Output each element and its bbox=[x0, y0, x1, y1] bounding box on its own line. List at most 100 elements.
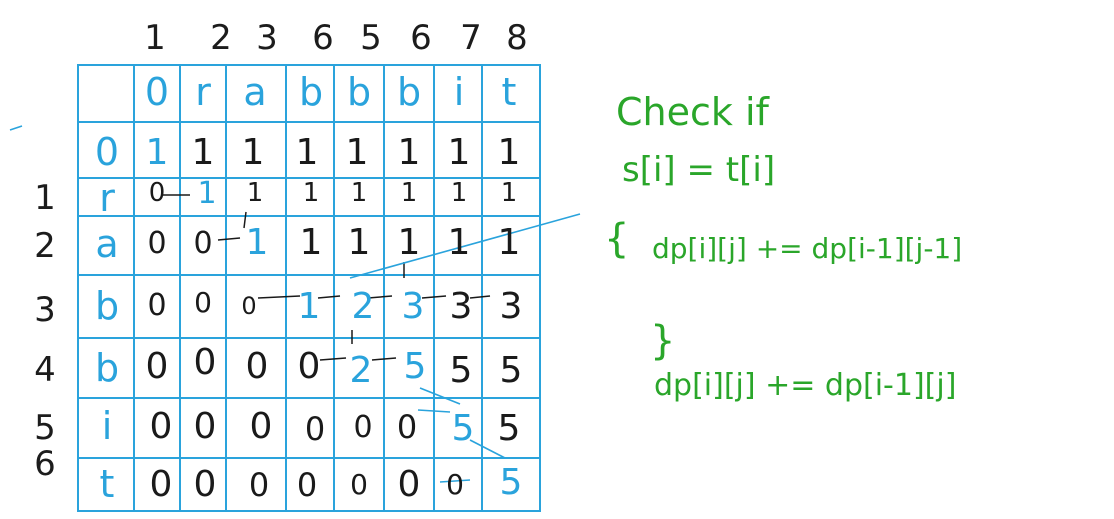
tick-mark bbox=[9, 125, 23, 131]
dp-cell: 0 bbox=[304, 410, 326, 448]
column-index: 8 bbox=[506, 18, 528, 58]
target-char: t bbox=[99, 462, 115, 506]
dp-cell: 1 bbox=[397, 222, 421, 263]
dp-cell: 0 bbox=[147, 288, 167, 323]
source-char: b bbox=[298, 70, 324, 114]
target-char: i bbox=[101, 404, 113, 448]
row-index: 1 bbox=[34, 178, 56, 218]
dp-cell: 0 bbox=[248, 466, 270, 504]
transition-arrow bbox=[317, 295, 341, 299]
source-char: i bbox=[453, 70, 465, 114]
column-index: 6 bbox=[410, 18, 432, 58]
dp-cell: 0 bbox=[396, 408, 418, 446]
dp-cell: 5 bbox=[497, 408, 521, 449]
transition-arrow bbox=[419, 387, 461, 405]
dp-cell: 1 bbox=[447, 222, 471, 263]
dp-cell: 3 bbox=[499, 286, 523, 327]
note-diagonal-update: dp[i][j] += dp[i-1][j-1] bbox=[652, 232, 963, 265]
dp-cell: 0 bbox=[194, 286, 212, 319]
dp-cell: 1 bbox=[245, 222, 269, 263]
transition-arrow bbox=[367, 295, 393, 299]
dp-cell: 1 bbox=[500, 178, 518, 208]
dp-cell: 3 bbox=[401, 286, 425, 327]
dp-cell: 0 bbox=[149, 464, 173, 505]
source-char: b bbox=[396, 70, 422, 114]
source-char: a bbox=[243, 70, 267, 114]
dp-cell: 1 bbox=[145, 132, 169, 173]
target-char: b bbox=[94, 284, 120, 328]
target-char: a bbox=[95, 222, 119, 266]
dp-cell: 5 bbox=[449, 350, 473, 391]
dp-cell: 1 bbox=[191, 132, 215, 173]
dp-cell: 1 bbox=[400, 178, 418, 208]
dp-cell: 1 bbox=[241, 132, 265, 173]
dp-cell: 3 bbox=[449, 286, 473, 327]
dp-cell: 5 bbox=[403, 346, 427, 387]
row-index: 4 bbox=[34, 350, 56, 390]
note-open-brace: { bbox=[604, 216, 630, 262]
dp-cell: 5 bbox=[499, 350, 523, 391]
dp-cell: 0 bbox=[149, 406, 173, 447]
dp-cell: 0 bbox=[296, 466, 318, 504]
dp-cell: 0 bbox=[241, 292, 257, 320]
dp-cell: 0 bbox=[147, 226, 167, 261]
note-close-brace: } bbox=[650, 318, 676, 364]
transition-arrow bbox=[243, 211, 247, 229]
dp-cell: 1 bbox=[497, 222, 521, 263]
dp-cell: 0 bbox=[249, 406, 273, 447]
target-char: 0 bbox=[94, 130, 120, 174]
dp-cell: 1 bbox=[299, 222, 323, 263]
dp-cell: 0 bbox=[397, 464, 421, 505]
dp-cell: 2 bbox=[351, 286, 375, 327]
dp-cell: 1 bbox=[295, 132, 319, 173]
transition-arrow bbox=[257, 295, 301, 299]
transition-arrow bbox=[417, 409, 451, 413]
source-char: b bbox=[346, 70, 372, 114]
dp-cell: 0 bbox=[446, 468, 464, 501]
column-index: 1 bbox=[144, 18, 166, 58]
dp-cell: 1 bbox=[447, 132, 471, 173]
dp-cell: 2 bbox=[349, 350, 373, 391]
dp-cell: 0 bbox=[353, 410, 373, 445]
column-index: 3 bbox=[256, 18, 278, 58]
pointer-arrow bbox=[349, 213, 581, 279]
row-index: 3 bbox=[34, 290, 56, 330]
column-index: 7 bbox=[460, 18, 482, 58]
note-check-if: Check if bbox=[616, 90, 769, 134]
column-index: 2 bbox=[210, 18, 232, 58]
row-index: 6 bbox=[34, 444, 56, 484]
dp-cell: 1 bbox=[297, 286, 321, 327]
row-index: 2 bbox=[34, 226, 56, 266]
dp-cell: 5 bbox=[451, 408, 475, 449]
target-char: r bbox=[99, 176, 115, 220]
dp-cell: 1 bbox=[197, 176, 217, 211]
dp-cell: 1 bbox=[302, 178, 320, 208]
source-char: r bbox=[195, 70, 211, 114]
transition-arrow bbox=[469, 439, 506, 459]
dp-cell: 0 bbox=[193, 226, 213, 261]
source-char: 0 bbox=[144, 70, 170, 114]
dp-cell: 1 bbox=[397, 132, 421, 173]
dp-cell: 0 bbox=[193, 406, 217, 447]
dp-cell: 0 bbox=[148, 178, 166, 208]
row-index: 5 bbox=[34, 408, 56, 448]
dp-cell: 0 bbox=[193, 464, 217, 505]
dp-cell: 0 bbox=[350, 468, 368, 501]
dp-cell: 0 bbox=[193, 342, 217, 383]
transition-arrow bbox=[439, 479, 471, 483]
dp-cell: 1 bbox=[246, 178, 264, 208]
target-char: b bbox=[94, 346, 120, 390]
dp-cell: 0 bbox=[245, 346, 269, 387]
transition-arrow bbox=[421, 295, 447, 299]
column-index: 6 bbox=[312, 18, 334, 58]
dp-cell: 0 bbox=[297, 346, 321, 387]
grid-frame bbox=[77, 64, 541, 512]
dp-cell: 1 bbox=[345, 132, 369, 173]
note-up-update: dp[i][j] += dp[i-1][j] bbox=[654, 368, 957, 403]
dp-cell: 5 bbox=[499, 462, 523, 503]
transition-arrow bbox=[319, 357, 347, 361]
column-index: 5 bbox=[360, 18, 382, 58]
dp-cell: 1 bbox=[450, 178, 468, 208]
